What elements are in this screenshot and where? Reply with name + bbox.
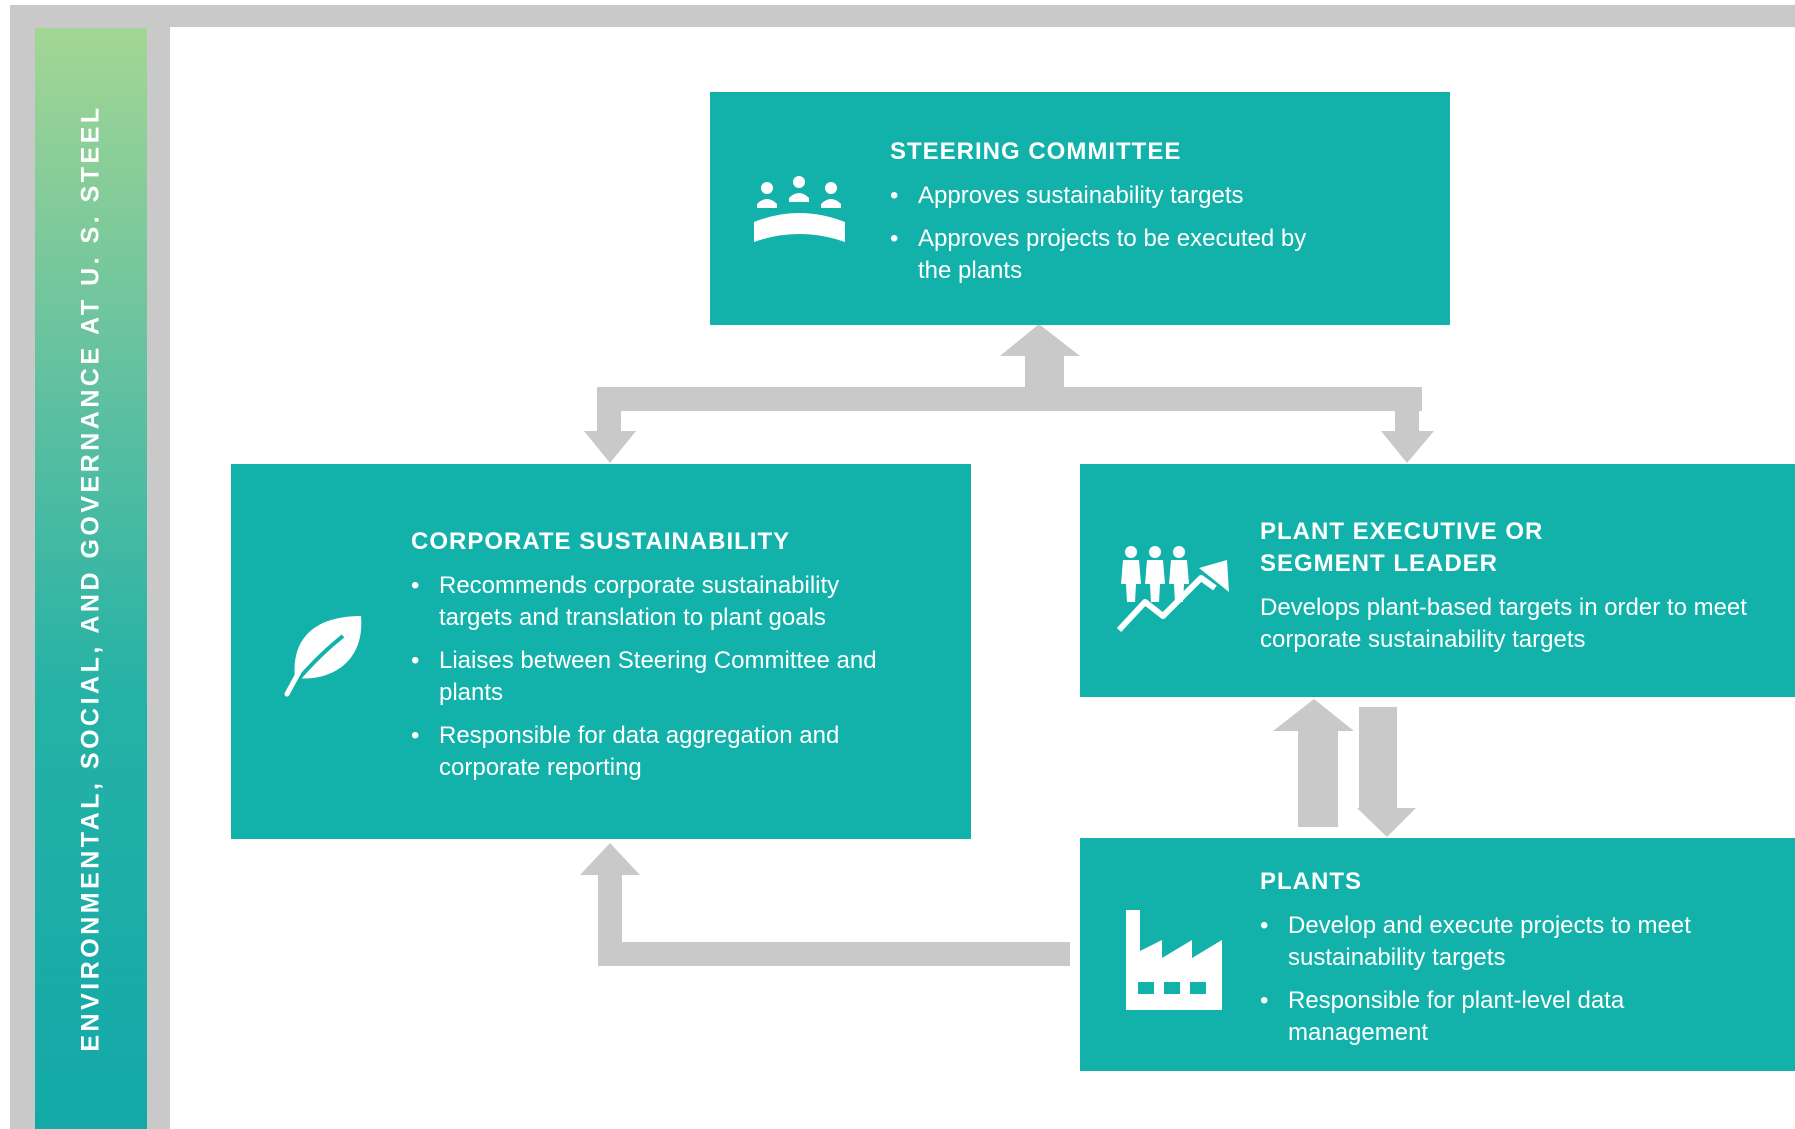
corporate-sustainability-box: CORPORATE SUSTAINABILITY Recommends corp… bbox=[231, 464, 971, 839]
arrow-up-to-plant-exec bbox=[1273, 699, 1354, 827]
frame-top-border bbox=[10, 5, 1795, 27]
meeting-table-icon bbox=[754, 176, 845, 242]
plants-bullet-1: Develop and execute projects to meet sus… bbox=[1260, 910, 1740, 974]
steering-committee-bullets: Approves sustainability targets Approves… bbox=[890, 180, 1310, 298]
arrow-down-left-stem bbox=[597, 387, 621, 431]
corporate-bullet-3: Responsible for data aggregation and cor… bbox=[411, 720, 881, 784]
plants-bullet-2: Responsible for plant-level data managem… bbox=[1260, 985, 1740, 1049]
steering-bullet-1: Approves sustainability targets bbox=[890, 180, 1310, 212]
corporate-bullet-1: Recommends corporate sustainability targ… bbox=[411, 570, 881, 634]
connector-bar-top bbox=[597, 387, 1422, 411]
corporate-sustainability-bullets: Recommends corporate sustainability targ… bbox=[411, 570, 881, 795]
arrow-up-to-corporate bbox=[580, 843, 640, 875]
corporate-bullet-2: Liaises between Steering Committee and p… bbox=[411, 645, 881, 709]
corporate-sustainability-title: CORPORATE SUSTAINABILITY bbox=[411, 528, 791, 555]
side-banner bbox=[35, 28, 147, 1129]
factory-icon bbox=[1126, 910, 1222, 1010]
plant-executive-title-line2: SEGMENT LEADER bbox=[1260, 550, 1499, 577]
plants-box: PLANTS Develop and execute projects to m… bbox=[1080, 838, 1795, 1071]
people-growth-icon bbox=[1116, 546, 1229, 633]
plants-bullets: Develop and execute projects to meet sus… bbox=[1260, 910, 1740, 1060]
plant-executive-description: Develops plant-based targets in order to… bbox=[1260, 594, 1747, 653]
arrow-down-to-plant-exec bbox=[1381, 431, 1434, 463]
steering-committee-box: STEERING COMMITTEE Approves sustainabili… bbox=[710, 92, 1450, 325]
connector-bar-bottom bbox=[598, 942, 1070, 966]
plant-executive-box: PLANT EXECUTIVE OR SEGMENT LEADER Develo… bbox=[1080, 464, 1795, 697]
arrow-down-to-plants bbox=[1357, 707, 1416, 837]
steering-bullet-2: Approves projects to be executed by the … bbox=[890, 223, 1310, 287]
plant-executive-title-line1: PLANT EXECUTIVE OR bbox=[1260, 518, 1544, 545]
plants-title: PLANTS bbox=[1260, 868, 1362, 895]
steering-committee-title: STEERING COMMITTEE bbox=[890, 138, 1182, 165]
leaf-icon bbox=[284, 616, 362, 697]
arrow-down-right-stem bbox=[1395, 387, 1419, 431]
arrow-down-to-corporate bbox=[584, 431, 636, 463]
